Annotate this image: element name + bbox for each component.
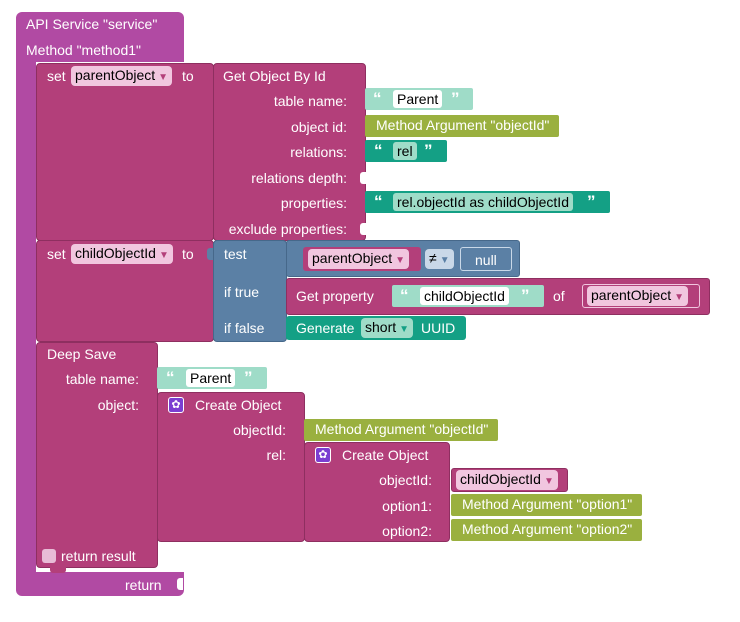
create-objectid-label: objectId:: [233, 422, 286, 438]
close-quote-icon: ”: [244, 368, 253, 387]
return-label: return: [125, 577, 162, 593]
set-child-label: set: [47, 246, 66, 262]
ternary-output-connector: [207, 248, 213, 260]
ternary-test-label: test: [224, 246, 247, 262]
compare-var-label: parentObject: [312, 250, 393, 266]
method-title: Method "method1": [26, 42, 142, 58]
gear-icon[interactable]: ✿: [168, 397, 184, 413]
option1-label: option1:: [382, 498, 432, 514]
create-rel-label: rel:: [266, 447, 286, 463]
ternary-if-false-label: if false: [224, 320, 265, 336]
open-quote-icon: “: [166, 368, 175, 387]
option1-argument-block[interactable]: Method Argument "option1": [451, 494, 643, 516]
create-object-title: Create Object: [195, 397, 282, 413]
ternary-if-true-label: if true: [224, 284, 260, 300]
uuid-type-label: short: [365, 319, 397, 335]
uuid-type-dropdown[interactable]: short▼: [361, 318, 414, 338]
operator-label: ≠: [429, 250, 437, 266]
get-object-output-connector: [207, 69, 213, 81]
create-objectid-argument-block[interactable]: Method Argument "objectId": [304, 419, 499, 441]
gear-icon[interactable]: ✿: [315, 447, 331, 463]
null-label: null: [475, 252, 497, 268]
relations-field[interactable]: rel: [393, 142, 417, 160]
chevron-down-icon: ▼: [158, 250, 169, 261]
child-object-var-label: childObjectId: [75, 245, 156, 261]
open-quote-icon: “: [374, 141, 383, 160]
deep-save-block[interactable]: [36, 342, 158, 568]
open-quote-icon: “: [373, 89, 382, 108]
chevron-down-icon: ▼: [674, 292, 685, 303]
deep-save-table-label: table name:: [65, 371, 139, 387]
object-id-argument-label: Method Argument "objectId": [376, 117, 550, 133]
set-child-to-label: to: [182, 246, 194, 262]
close-quote-icon: ”: [587, 192, 596, 211]
table-name-label: table name:: [273, 93, 347, 109]
child-object-var-dropdown[interactable]: childObjectId▼: [71, 244, 173, 264]
inner-objectid-label: objectId:: [379, 472, 432, 488]
exclude-properties-socket[interactable]: [360, 223, 366, 235]
set-parent-label: set: [47, 68, 66, 84]
chevron-down-icon: ▼: [158, 72, 169, 83]
property-name-field[interactable]: childObjectId: [420, 287, 509, 305]
relations-depth-label: relations depth:: [251, 170, 347, 186]
option2-argument-block[interactable]: Method Argument "option2": [451, 519, 643, 541]
properties-field[interactable]: rel.objectId as childObjectId: [393, 193, 573, 211]
relations-depth-socket[interactable]: [360, 172, 366, 184]
set-parent-to-label: to: [182, 68, 194, 84]
deep-save-object-label: object:: [97, 397, 139, 413]
object-id-label: object id:: [290, 119, 347, 135]
create-objectid-argument-label: Method Argument "objectId": [315, 421, 489, 437]
object-id-argument-block[interactable]: Method Argument "objectId": [365, 115, 560, 137]
chevron-down-icon: ▼: [439, 255, 450, 266]
table-name-field[interactable]: Parent: [393, 90, 443, 108]
option1-argument-label: Method Argument "option1": [462, 496, 633, 512]
relations-label: relations:: [290, 144, 347, 160]
null-block[interactable]: [460, 247, 512, 271]
option2-argument-label: Method Argument "option2": [462, 521, 633, 537]
compare-var-dropdown[interactable]: parentObject▼: [308, 249, 410, 269]
properties-label: properties:: [280, 195, 347, 211]
deep-save-next-connector: [50, 567, 66, 573]
return-result-label: return result: [61, 548, 136, 564]
open-quote-icon: “: [400, 286, 409, 305]
uuid-label: UUID: [421, 320, 456, 336]
open-quote-icon: “: [374, 192, 383, 211]
inner-create-object-block[interactable]: [304, 442, 450, 542]
operator-dropdown[interactable]: ≠▼: [425, 249, 454, 269]
parent-object-var-label: parentObject: [75, 67, 156, 83]
create-object-block[interactable]: [157, 392, 305, 542]
get-object-title: Get Object By Id: [223, 68, 326, 84]
return-result-checkbox[interactable]: [42, 549, 56, 563]
inner-objectid-var-dropdown[interactable]: childObjectId▼: [456, 470, 558, 490]
option2-label: option2:: [382, 523, 432, 539]
return-input-connector[interactable]: [177, 578, 183, 590]
set-parent-block[interactable]: [36, 63, 214, 241]
chevron-down-icon: ▼: [399, 324, 410, 335]
deep-save-title: Deep Save: [47, 346, 117, 362]
exclude-properties-label: exclude properties:: [228, 221, 347, 237]
close-quote-icon: ”: [521, 286, 530, 305]
inner-objectid-var-label: childObjectId: [460, 471, 541, 487]
of-var-dropdown[interactable]: parentObject▼: [587, 286, 689, 306]
chevron-down-icon: ▼: [543, 476, 554, 487]
chevron-down-icon: ▼: [395, 255, 406, 266]
generate-label: Generate: [296, 320, 355, 336]
of-var-label: parentObject: [591, 287, 672, 303]
get-property-of-label: of: [553, 288, 565, 304]
get-object-block[interactable]: [213, 63, 366, 241]
parent-object-var-dropdown[interactable]: parentObject▼: [71, 66, 173, 86]
get-property-label: Get property: [296, 288, 374, 304]
deep-save-table-field[interactable]: Parent: [186, 369, 236, 387]
api-service-title: API Service "service": [26, 16, 158, 32]
inner-create-object-title: Create Object: [342, 447, 429, 463]
close-quote-icon: ”: [451, 89, 460, 108]
close-quote-icon: ”: [424, 141, 433, 160]
